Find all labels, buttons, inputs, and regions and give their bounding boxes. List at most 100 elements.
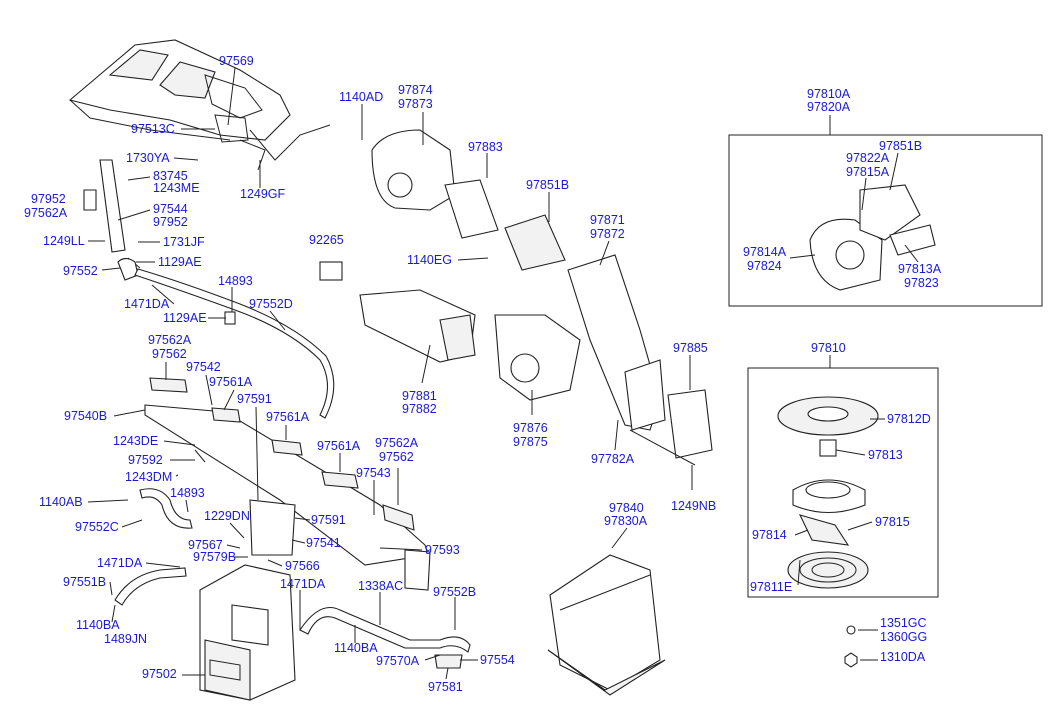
label-97591-a: 97591 [237,392,272,406]
label-1471DA-a: 1471DA [124,297,170,311]
label-97592: 97592 [128,453,163,467]
label-97876: 97876 [513,421,548,435]
label-1471DA-c: 1471DA [280,577,326,591]
label-97840: 97840 [609,501,644,515]
label-97591-b: 97591 [311,513,346,527]
label-1129AE-a: 1129AE [158,255,202,269]
label-97883: 97883 [468,140,503,154]
label-97952-b: 97952 [153,215,188,229]
label-97952-a: 97952 [31,192,66,206]
center-duct-strip [144,377,431,591]
label-97810: 97810 [811,341,846,355]
label-97544: 97544 [153,202,188,216]
label-97569: 97569 [219,54,254,68]
label-97561A-a: 97561A [209,375,253,389]
rear-hose-right [299,606,471,669]
label-97513C: 97513C [131,122,175,136]
label-97881: 97881 [402,389,437,403]
label-97552B: 97552B [433,585,476,599]
label-97824: 97824 [747,259,782,273]
heater-core-unit [199,564,296,701]
label-97822A: 97822A [846,151,890,165]
label-97541: 97541 [306,536,341,550]
label-97579B: 97579B [193,550,236,564]
label-97502: 97502 [142,667,177,681]
floor-duct-unit [547,554,666,696]
label-1730YA: 1730YA [126,151,170,165]
label-97562A-b: 97562A [148,333,192,347]
label-1140BA-b: 1140BA [334,641,378,655]
blower-center-group [319,129,713,459]
label-97814: 97814 [752,528,787,542]
label-97562A-a: 97562A [24,206,68,220]
label-97814A: 97814A [743,245,787,259]
label-97851B-box: 97851B [879,139,922,153]
label-1229DN: 1229DN [204,509,250,523]
label-97885: 97885 [673,341,708,355]
label-97875: 97875 [513,435,548,449]
label-97567: 97567 [188,538,223,552]
label-97562-a: 97562 [152,347,187,361]
label-97562-b: 97562 [379,450,414,464]
label-97552D: 97552D [249,297,293,311]
label-97872: 97872 [590,227,625,241]
label-1243ME: 1243ME [153,181,200,195]
label-97581: 97581 [428,680,463,694]
label-97570A: 97570A [376,654,420,668]
label-97811E: 97811E [750,580,792,594]
label-83745: 83745 [153,169,188,183]
label-97871: 97871 [590,213,625,227]
leader-lines [87,67,919,680]
label-97812D: 97812D [887,412,931,426]
label-97782A: 97782A [591,452,635,466]
left-duct-bracket [83,159,141,281]
label-1310DA: 1310DA [880,650,926,664]
blower-motor-exploded [777,396,879,589]
label-97543: 97543 [356,466,391,480]
label-97813A: 97813A [898,262,942,276]
label-1140AD: 1140AD [339,90,383,104]
label-1471DA-b: 1471DA [97,556,143,570]
label-1140BA-a: 1140BA [76,618,120,632]
label-14893-b: 14893 [170,486,205,500]
label-1249GF: 1249GF [240,187,286,201]
blower-motor-box [747,367,939,598]
label-97540B: 97540B [64,409,107,423]
fastener-nuts [844,625,858,668]
label-97562A-c: 97562A [375,436,419,450]
blower-assembly-drawing [809,184,936,291]
label-97561A-b: 97561A [266,410,310,424]
dashboard-illustration [68,39,331,171]
part-labels: 97569 97513C 1730YA 83745 1243ME 97952 9… [24,54,942,694]
label-97552: 97552 [63,264,98,278]
label-97851B: 97851B [526,178,569,192]
label-97874: 97874 [398,83,433,97]
label-97554: 97554 [480,653,515,667]
blower-assembly-box [728,134,1043,307]
label-97820A: 97820A [807,100,851,114]
label-1338AC: 1338AC [358,579,403,593]
label-92265: 92265 [309,233,344,247]
label-1140AB: 1140AB [39,495,83,509]
label-1489JN: 1489JN [104,632,147,646]
label-97542: 97542 [186,360,221,374]
label-97552C: 97552C [75,520,119,534]
label-97566: 97566 [285,559,320,573]
label-97830A: 97830A [604,514,648,528]
label-1243DE: 1243DE [113,434,158,448]
label-97813: 97813 [868,448,903,462]
label-1249NB: 1249NB [671,499,716,513]
label-97815: 97815 [875,515,910,529]
label-97815A: 97815A [846,165,890,179]
label-1129AE-b: 1129AE [163,311,207,325]
label-14893-a: 14893 [218,274,253,288]
label-1731JF: 1731JF [163,235,205,249]
label-1243DM: 1243DM [125,470,172,484]
label-97873: 97873 [398,97,433,111]
label-97810A: 97810A [807,87,851,101]
label-97882: 97882 [402,402,437,416]
label-1351GC: 1351GC [880,616,927,630]
lower-drain-hoses [114,488,193,606]
label-97551B: 97551B [63,575,106,589]
